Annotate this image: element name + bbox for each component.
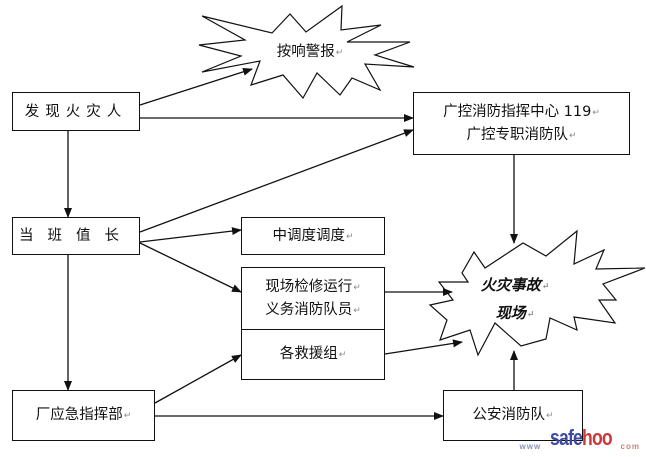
- node-plant-emergency-hq-label: 厂应急指挥部: [35, 407, 123, 423]
- edge-shift-leader-to-onsite-staff: [139, 242, 242, 293]
- edge-plant-hq-to-rescue-groups: [154, 354, 242, 404]
- return-mark-icon: ↵: [568, 130, 577, 141]
- node-command-center[interactable]: 广控消防指挥中心 119↵ 广控专职消防队↵: [413, 92, 630, 155]
- edge-shift-leader-to-dispatch: [139, 227, 242, 243]
- node-rescue-groups-label: 各救援组: [279, 346, 338, 362]
- alarm-burst-label: 按响警报↵: [255, 41, 365, 64]
- watermark-part1: safe: [550, 425, 583, 450]
- site-watermark: www safe hoo com: [520, 425, 641, 451]
- incident-label-line1: 火灾事故: [480, 276, 541, 294]
- return-mark-icon: ↵: [338, 350, 347, 360]
- node-onsite-staff-line1: 现场检修运行: [265, 279, 353, 295]
- node-fire-discoverer-label: 发现火灾人: [24, 103, 128, 120]
- incident-label-line2: 现场: [495, 304, 526, 322]
- node-rescue-groups[interactable]: 各救援组↵: [241, 329, 385, 380]
- return-mark-icon: ↵: [353, 283, 361, 293]
- node-shift-leader[interactable]: 当班值长: [12, 217, 140, 255]
- edge-discoverer-to-alarm: [139, 67, 253, 106]
- node-onsite-staff[interactable]: 现场检修运行↵ 义务消防队员↵: [241, 267, 385, 330]
- return-mark-icon: ↵: [592, 107, 600, 118]
- return-mark-icon: ↵: [545, 411, 554, 421]
- return-mark-icon: ↵: [526, 310, 535, 320]
- return-mark-icon: ↵: [541, 282, 550, 292]
- incident-burst-label: 火灾事故↵ 现场↵: [470, 272, 560, 328]
- node-shift-leader-label: 当班值长: [19, 228, 133, 244]
- watermark-part2: hoo: [582, 425, 613, 450]
- return-mark-icon: ↵: [345, 231, 354, 242]
- edges-layer: [64, 67, 518, 420]
- node-fire-discoverer[interactable]: 发现火灾人: [12, 92, 140, 131]
- incident-burst-shape: [428, 229, 646, 357]
- edge-rescue-groups-to-incident-site: [384, 339, 463, 355]
- return-mark-icon: ↵: [123, 411, 132, 421]
- node-police-fire-brigade-label: 公安消防队: [472, 407, 545, 423]
- return-mark-icon: ↵: [353, 306, 361, 316]
- node-plant-emergency-hq[interactable]: 厂应急指挥部↵: [12, 390, 155, 441]
- node-command-center-line2: 广控专职消防队: [466, 126, 568, 143]
- watermark-prefix: www: [519, 442, 542, 451]
- edge-shift-leader-to-command-center: [139, 129, 414, 233]
- return-mark-icon: ↵: [335, 48, 344, 58]
- alarm-label-text: 按响警报: [276, 44, 335, 60]
- node-police-fire-brigade[interactable]: 公安消防队↵: [443, 390, 583, 441]
- node-dispatch[interactable]: 中调度调度↵: [241, 217, 385, 255]
- alarm-burst-shape: [198, 4, 415, 100]
- node-dispatch-label: 中调度调度: [272, 227, 345, 244]
- node-command-center-line1: 广控消防指挥中心 119: [443, 103, 592, 120]
- node-onsite-staff-line2: 义务消防队员: [265, 302, 353, 318]
- watermark-suffix: com: [620, 442, 640, 451]
